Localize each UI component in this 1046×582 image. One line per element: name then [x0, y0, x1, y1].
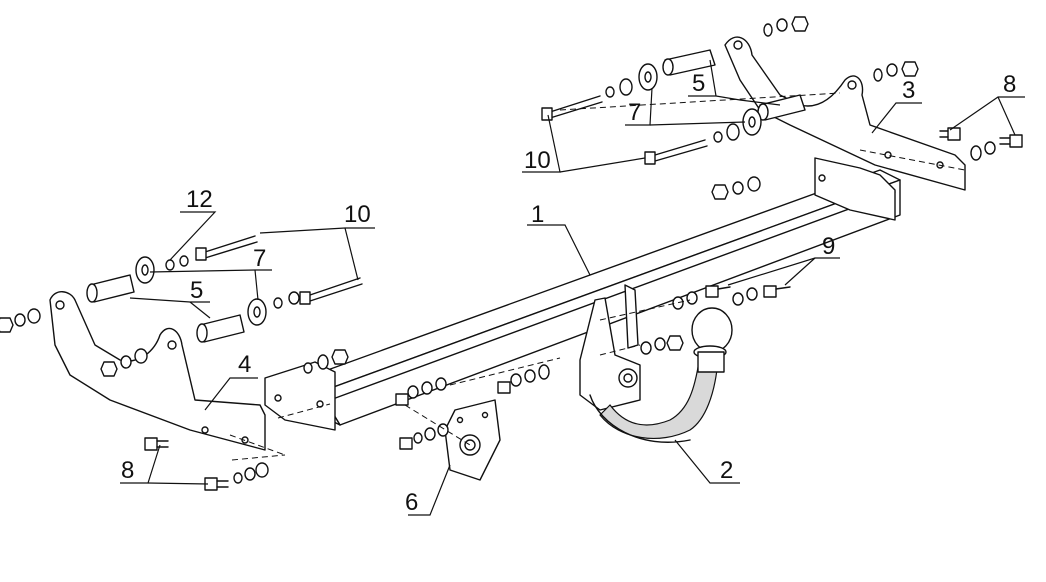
crossbar — [264, 157, 901, 431]
assembly-lines — [229, 92, 966, 461]
callout-10-b: 10 — [344, 201, 371, 228]
bolt-9-2 — [763, 285, 791, 298]
short-bolt-right-1 — [939, 127, 961, 141]
nuts-and-washers — [0, 16, 996, 484]
callout-8-a: 8 — [1003, 71, 1016, 98]
socket-plate — [444, 399, 501, 481]
short-bolt-right-2 — [999, 134, 1023, 148]
callout-4: 4 — [238, 351, 251, 378]
bolt-9-1 — [705, 285, 731, 298]
bolt-misc-2 — [497, 381, 511, 394]
spacer-tube-left-2 — [196, 314, 245, 343]
long-bolt-top-1 — [541, 95, 603, 121]
right-side-bracket — [724, 36, 966, 191]
short-bolt-left-2 — [204, 477, 229, 491]
callout-5-a: 5 — [692, 70, 705, 97]
long-bolt-left-1 — [195, 235, 258, 261]
callout-8-b: 8 — [121, 457, 134, 484]
tow-ball-neck — [579, 284, 733, 443]
left-side-bracket — [49, 291, 266, 451]
bolts — [144, 95, 1023, 491]
callout-7-a: 7 — [628, 99, 641, 126]
callout-10-a: 10 — [524, 147, 551, 174]
leader-lines — [120, 59, 1025, 516]
callout-3: 3 — [902, 77, 915, 104]
spacer-tubes — [86, 49, 806, 343]
callout-1: 1 — [531, 201, 544, 228]
callout-labels: 1 2 3 4 5 5 6 7 7 8 8 9 10 10 12 — [121, 70, 1016, 516]
short-bolt-left-1 — [144, 437, 169, 451]
callout-5-b: 5 — [190, 277, 203, 304]
callout-6: 6 — [405, 489, 418, 516]
callout-7-b: 7 — [253, 245, 266, 272]
spacer-tube-left-1 — [86, 274, 135, 303]
long-bolt-left-2 — [299, 277, 363, 305]
bolt-misc-1 — [395, 393, 409, 406]
callout-2: 2 — [720, 457, 733, 484]
washers — [135, 63, 762, 326]
callout-9: 9 — [822, 233, 835, 260]
long-bolt-top-2 — [644, 139, 708, 165]
callout-12: 12 — [186, 186, 213, 213]
spacer-tube-upper-1 — [662, 49, 716, 76]
bolt-misc-3 — [399, 437, 413, 450]
